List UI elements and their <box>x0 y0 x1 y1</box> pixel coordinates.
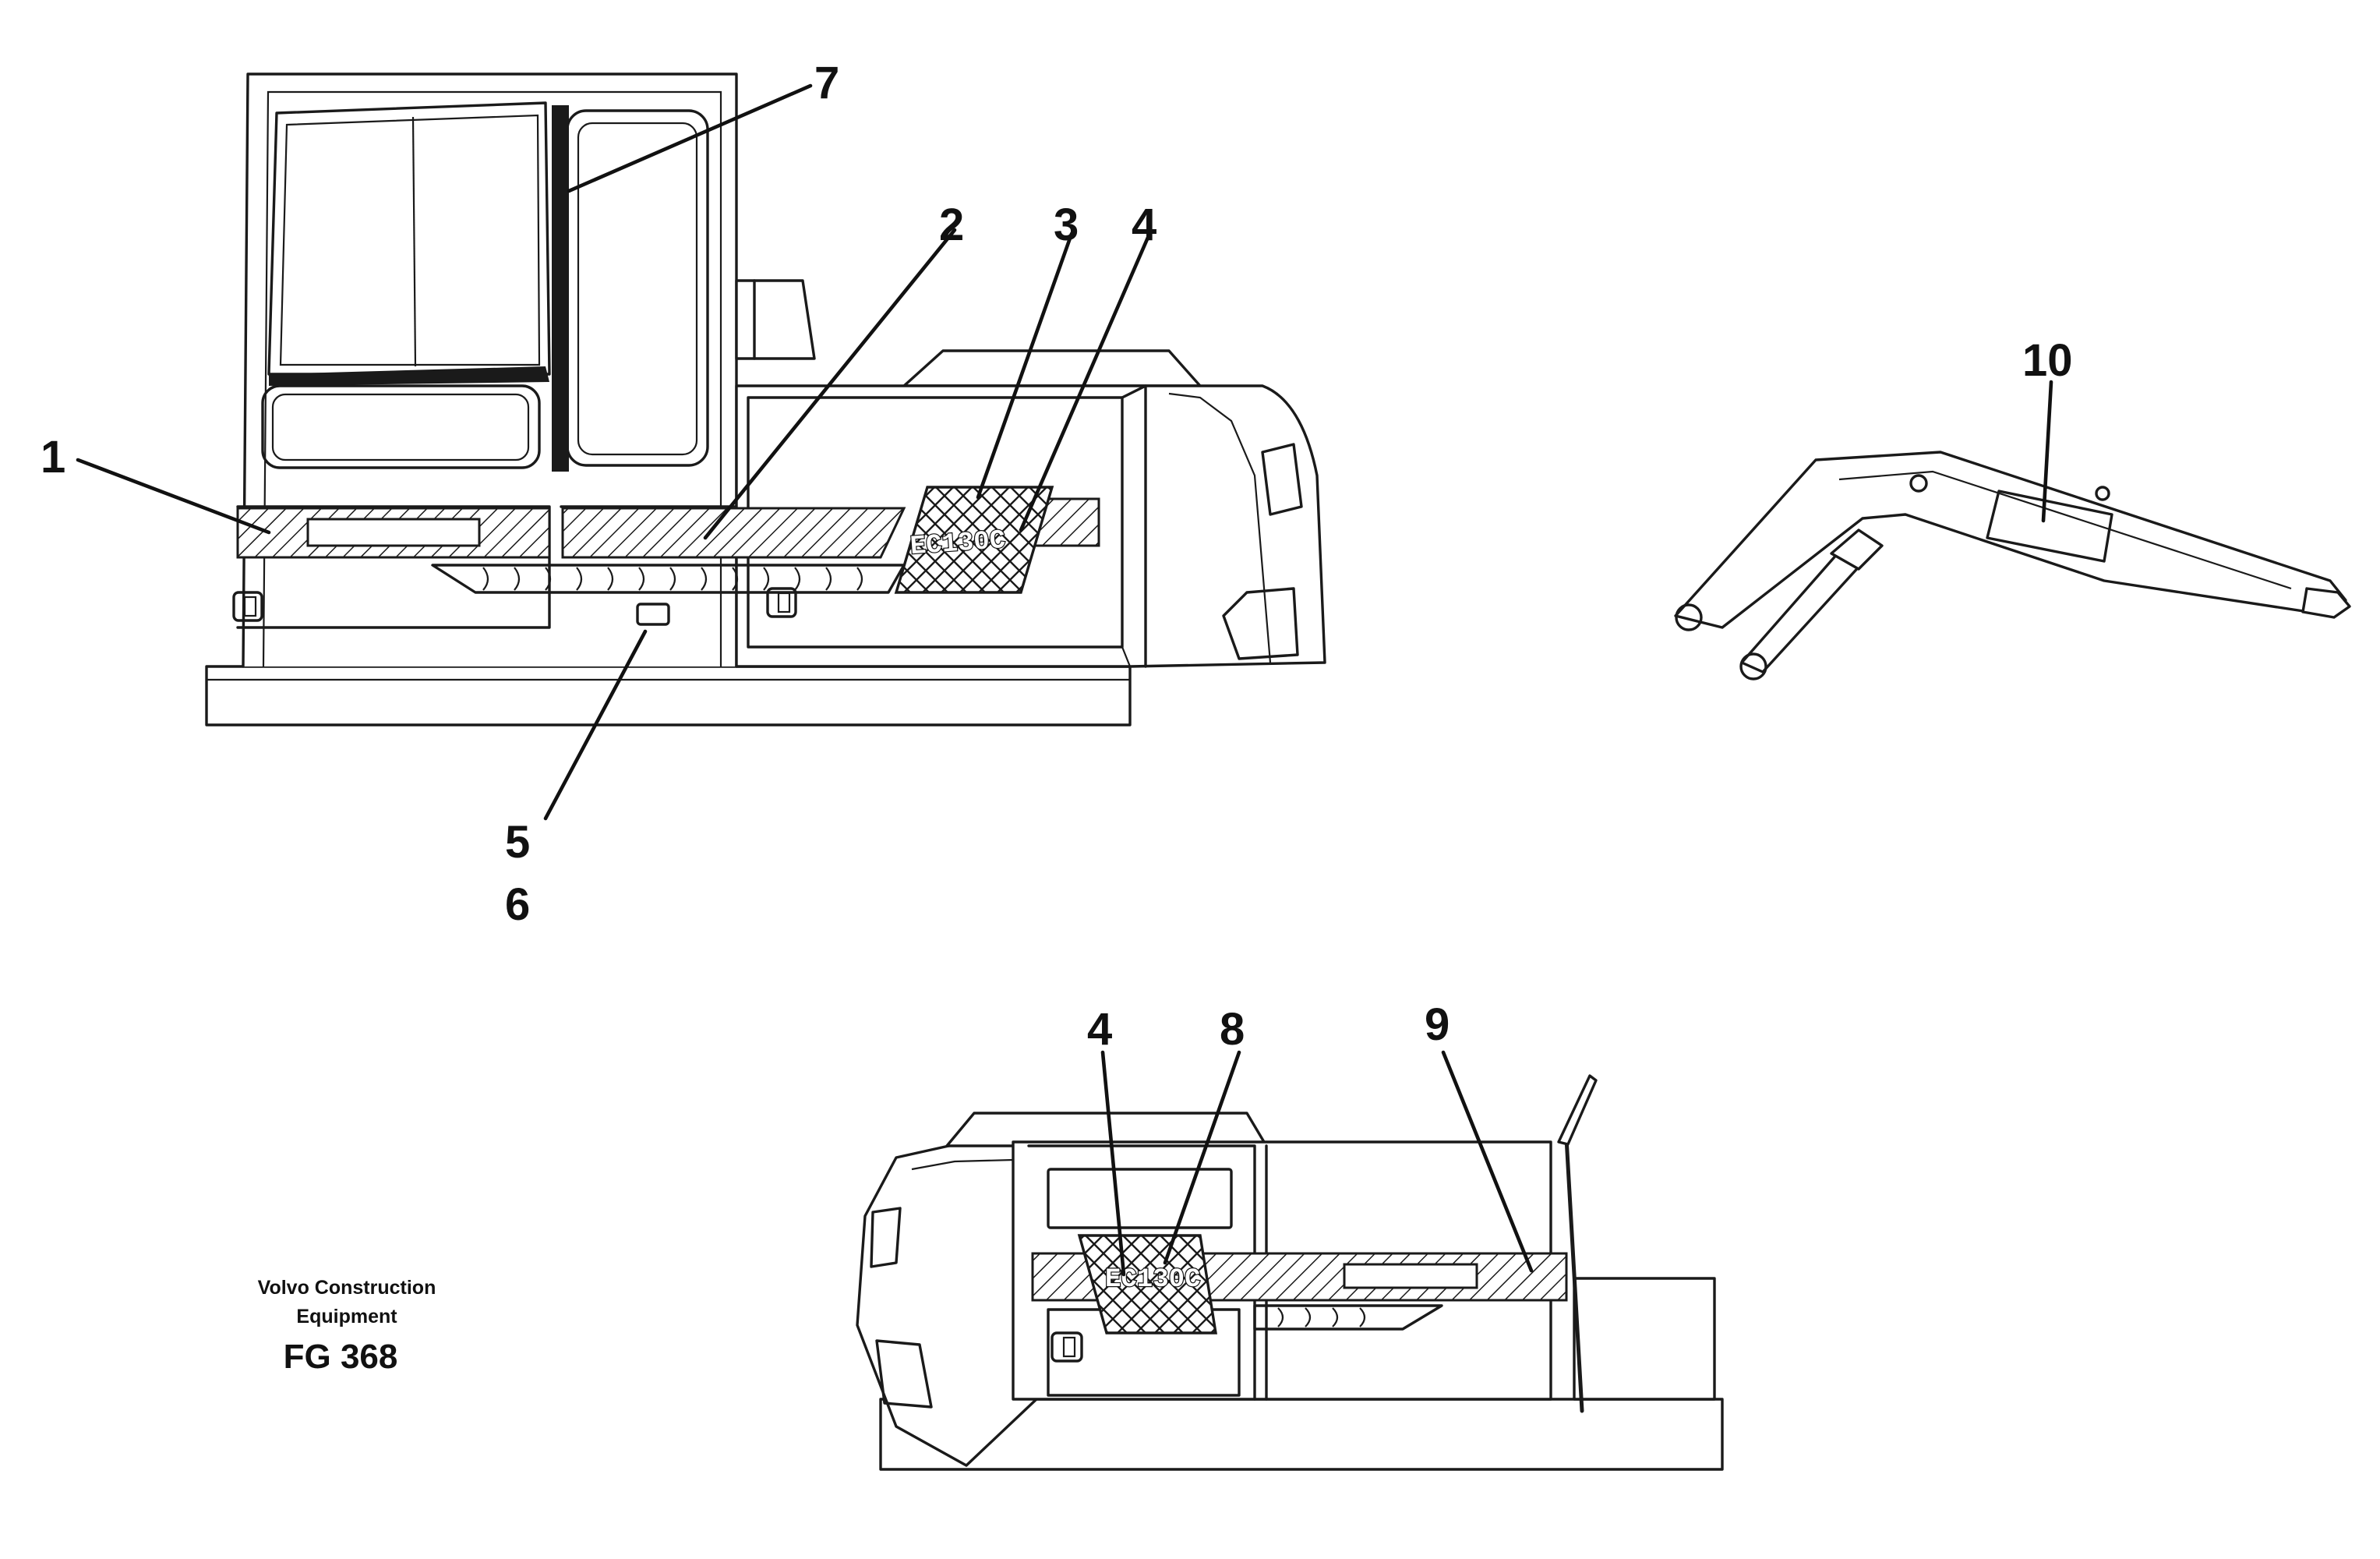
callout-5: 5 <box>505 817 530 868</box>
callout-6: 6 <box>505 879 530 930</box>
machine-rear-view: EC130C <box>856 1074 1724 1471</box>
callout-9: 9 <box>1425 999 1450 1050</box>
figure-caption: Volvo Construction Equipment FG 368 <box>258 1277 436 1376</box>
model-badge-rear-text: EC130C <box>1105 1265 1200 1295</box>
door-handle-cab <box>232 591 263 622</box>
leader-lines-rear <box>1100 1050 1534 1277</box>
callout-7: 7 <box>814 58 839 108</box>
callout-4-rear: 4 <box>1087 1004 1112 1055</box>
callout-2: 2 <box>939 200 964 250</box>
figure-code: FG 368 <box>284 1338 398 1376</box>
callout-1: 1 <box>41 432 65 483</box>
model-badge-side <box>894 486 1054 594</box>
boom-arm-view <box>1674 451 2351 681</box>
decal-stripe-door <box>561 507 906 559</box>
small-label-plate <box>636 603 670 626</box>
company-name-line1: Volvo Construction <box>258 1277 436 1299</box>
leader-lines-side <box>76 83 1152 821</box>
model-badge-rear <box>1077 1234 1217 1335</box>
chevron-stripe-rear <box>1253 1304 1443 1331</box>
decal-arm <box>1986 490 2113 563</box>
model-badge-side-text: EC130C <box>909 526 1007 562</box>
callout-8: 8 <box>1220 1004 1245 1055</box>
company-name-line2: Equipment <box>296 1306 397 1327</box>
callout-10: 10 <box>2022 335 2073 386</box>
door-seal-strip <box>552 105 569 472</box>
callout-3: 3 <box>1054 200 1079 250</box>
door-handle-rear-view <box>1051 1331 1083 1363</box>
callout-4-side: 4 <box>1132 200 1156 250</box>
chevron-stripe-side <box>431 564 906 594</box>
door-handle-rear <box>766 587 797 618</box>
machine-side-view: EC130C <box>205 72 1326 726</box>
